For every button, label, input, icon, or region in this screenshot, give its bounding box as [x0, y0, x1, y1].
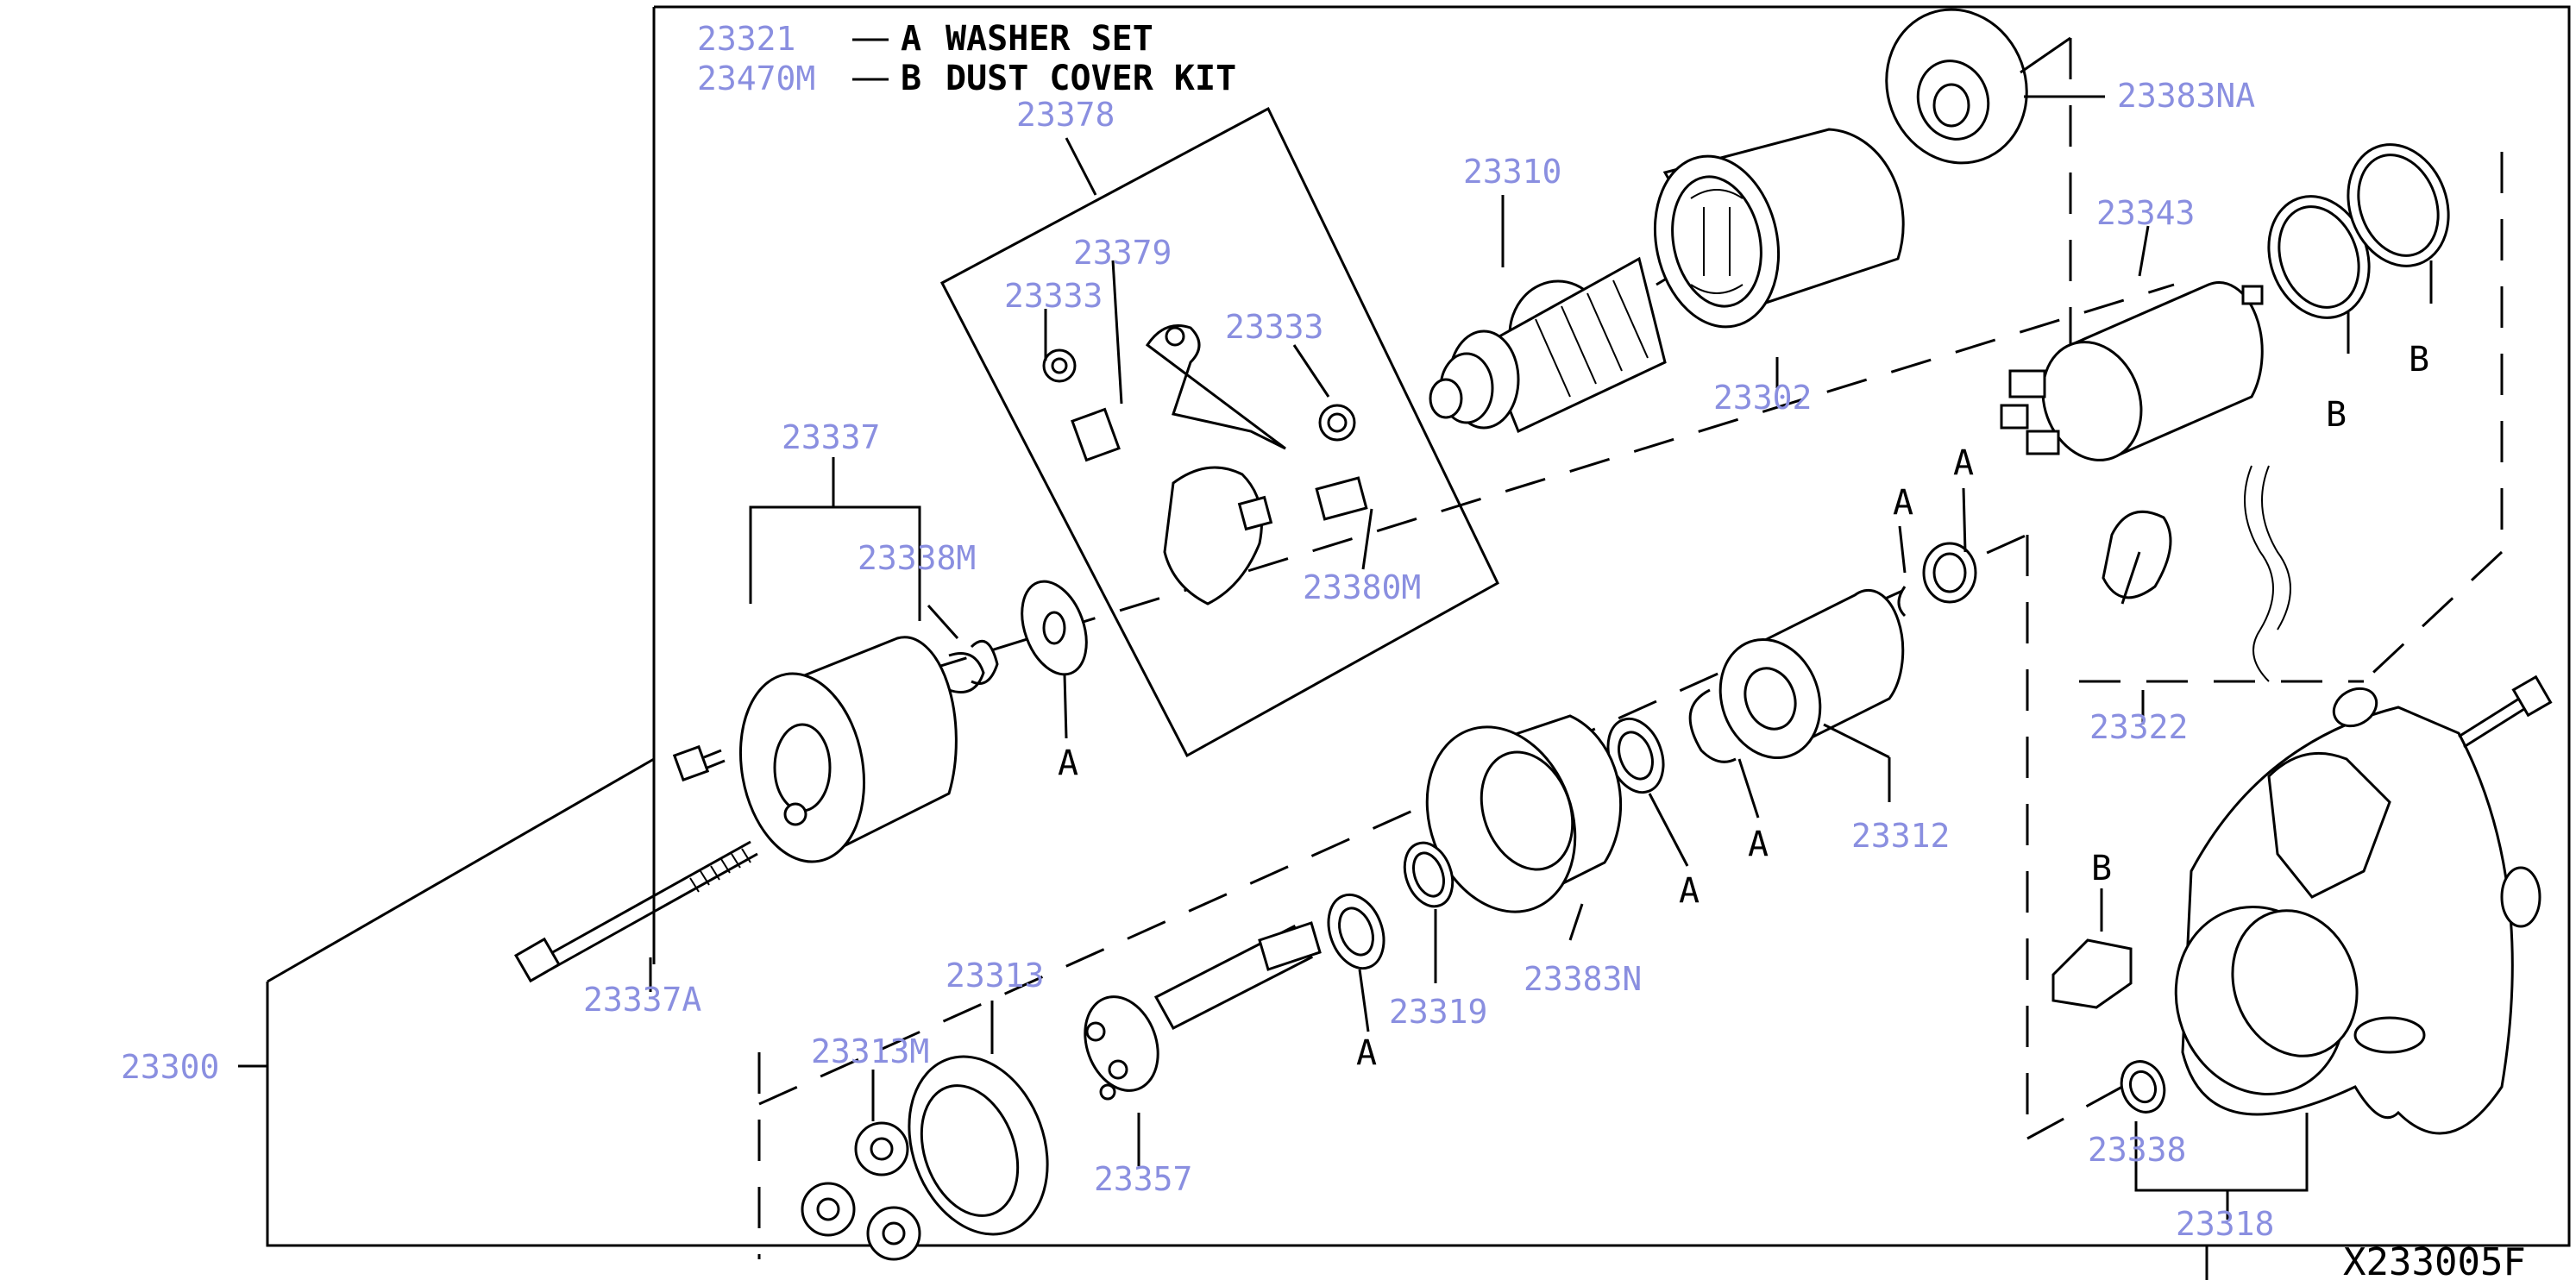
- part-label-23312: 23312: [1851, 817, 1950, 855]
- figure-reference-code: X233005F: [2343, 1240, 2526, 1280]
- key-letter-b-ring-upper: B: [2409, 340, 2429, 380]
- part-label-23343: 23343: [2096, 194, 2195, 232]
- key-letter-a-solenoid-washer: A: [1953, 443, 1974, 483]
- key-letter-a-pinion-washer: A: [1893, 483, 1913, 523]
- part-label-23322: 23322: [2089, 708, 2188, 746]
- legend-text-dust-cover-kit: DUST COVER KIT: [946, 59, 1236, 98]
- part-label-23313M: 23313M: [811, 1032, 929, 1070]
- housing-bolt: [2458, 675, 2553, 749]
- bearing-23319: [1327, 841, 1454, 970]
- washer-set-upper: [1897, 542, 1977, 618]
- part-label-23337: 23337: [782, 418, 880, 456]
- legend-letter-b: B: [901, 59, 921, 98]
- small-screw: [672, 744, 726, 782]
- yoke-field-coil: [1653, 128, 1905, 329]
- legend-text-washer-set: WASHER SET: [946, 19, 1153, 59]
- through-bolt: [513, 840, 758, 983]
- part-label-23338: 23338: [2088, 1131, 2186, 1169]
- key-letter-a-snap-ring: A: [1748, 825, 1769, 864]
- key-letter-a-bearing-washer: A: [1356, 1033, 1377, 1073]
- front-housing: [2174, 687, 2541, 1135]
- dust-cover-rings: [2267, 143, 2450, 354]
- dust-cover-rubber: [2051, 938, 2133, 1009]
- brush-holder-group-box: [939, 106, 1499, 758]
- key-letter-a-case-washer: A: [1679, 871, 1700, 911]
- part-label-23300: 23300: [121, 1048, 219, 1086]
- part-label-23310: 23310: [1463, 153, 1561, 191]
- rear-bushing-washer: [970, 580, 1088, 685]
- internal-gear-case: [1425, 714, 1623, 913]
- internal-gear: [908, 1055, 1049, 1236]
- part-number-labels: 23378 23379 23333 23333 23380M 23310 233…: [121, 77, 2274, 1243]
- rear-cover: [738, 636, 985, 863]
- part-label-23337A: 23337A: [583, 981, 701, 1019]
- snap-ring-and-washer: [1606, 688, 1737, 794]
- key-letter-a-rear-washer: A: [1058, 744, 1078, 783]
- end-cover-plate: [1885, 8, 2105, 165]
- legend: 23321 A WASHER SET 23470M B DUST COVER K…: [697, 19, 1236, 98]
- part-label-23383N: 23383N: [1524, 960, 1642, 998]
- part-label-23383NA: 23383NA: [2117, 77, 2255, 115]
- part-label-23319: 23319: [1389, 993, 1487, 1031]
- part-label-23333-left: 23333: [1004, 277, 1103, 315]
- leader-lines: [238, 195, 2309, 1220]
- key-letters: A A A A A A B B B: [1058, 340, 2429, 1073]
- shift-lever-set: [2102, 465, 2291, 682]
- front-bushing: [2120, 1060, 2166, 1114]
- part-label-23333-right: 23333: [1225, 308, 1323, 346]
- pinion-shaft: [1084, 921, 1322, 1101]
- part-label-23338M: 23338M: [858, 539, 976, 577]
- part-label-23378: 23378: [1016, 96, 1115, 134]
- solenoid-switch: [2000, 281, 2264, 461]
- part-label-23313: 23313: [946, 957, 1044, 995]
- part-label-23357: 23357: [1094, 1160, 1192, 1198]
- part-label-23318: 23318: [2176, 1205, 2274, 1243]
- part-label-23379: 23379: [1073, 234, 1172, 272]
- part-label-23302: 23302: [1713, 379, 1812, 417]
- legend-code-dust-cover-kit: 23470M: [697, 60, 815, 97]
- planetary-gears: [801, 1121, 921, 1261]
- armature: [1429, 256, 1667, 434]
- legend-letter-a: A: [901, 19, 921, 59]
- brush-holder-parts: [1042, 324, 1368, 605]
- key-letter-b-ring-lower: B: [2326, 395, 2347, 435]
- pinion-clutch: [1718, 588, 1905, 760]
- part-label-23380M: 23380M: [1303, 568, 1421, 606]
- legend-code-washer-set: 23321: [697, 20, 795, 58]
- key-letter-b-dust-cover: B: [2091, 849, 2112, 888]
- diagram-frame: [266, 5, 2571, 1280]
